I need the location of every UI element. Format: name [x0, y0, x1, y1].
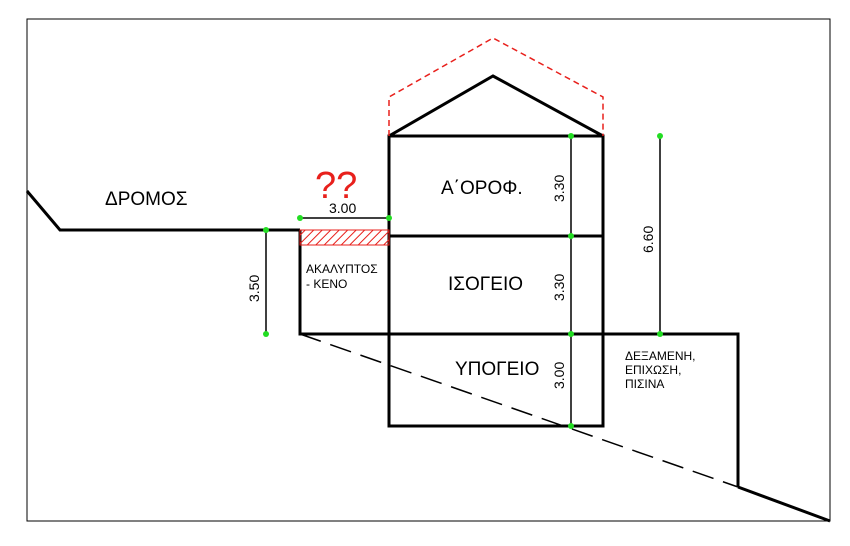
- basement-dimension: 3.00: [551, 362, 567, 389]
- void-hatch: [299, 229, 390, 246]
- right-label-line1: ΔΕΞΑΜΕΝΗ,: [625, 349, 696, 363]
- marker: [568, 133, 574, 139]
- roof: [388, 74, 604, 138]
- proposed-roof: [388, 37, 604, 136]
- ground-floor-label: ΙΣΟΓΕΙΟ: [448, 274, 523, 295]
- marker: [568, 233, 574, 239]
- total-height-dimension: 6.60: [640, 226, 656, 253]
- natural-ground-dashed: [299, 333, 739, 488]
- road-label: ΔΡΟΜΟΣ: [105, 189, 188, 210]
- marker: [386, 215, 392, 221]
- marker: [657, 133, 663, 139]
- marker: [568, 423, 574, 429]
- marker: [297, 215, 303, 221]
- basement-label: ΥΠΟΓΕΙΟ: [455, 359, 539, 380]
- building-outline: [387, 134, 605, 428]
- first-floor-dimension: 3.30: [551, 175, 567, 202]
- ground-floor-dimension: 3.30: [551, 274, 567, 301]
- question-mark-label: ??: [315, 165, 357, 207]
- marker: [568, 331, 574, 337]
- void-label-line1: ΑΚΑΛΥΠΤΟΣ: [306, 262, 378, 276]
- void-label-line2: - ΚΕΝΟ: [306, 277, 347, 291]
- road-line: [25, 190, 300, 232]
- right-label-line2: ΕΠΙΧΩΣΗ,: [625, 363, 681, 377]
- void-width-dimension: 3.00: [329, 200, 356, 216]
- first-floor-label: Α΄ΟΡΟΦ.: [441, 178, 523, 199]
- dimension-markers: [263, 133, 663, 429]
- marker: [263, 227, 269, 233]
- marker: [263, 331, 269, 337]
- right-label-line3: ΠΙΣΙΝΑ: [625, 377, 664, 391]
- marker: [657, 331, 663, 337]
- drawing-frame: [26, 18, 831, 522]
- ground-slope-end: [737, 485, 831, 523]
- road-level-dimension: 3.50: [246, 275, 262, 302]
